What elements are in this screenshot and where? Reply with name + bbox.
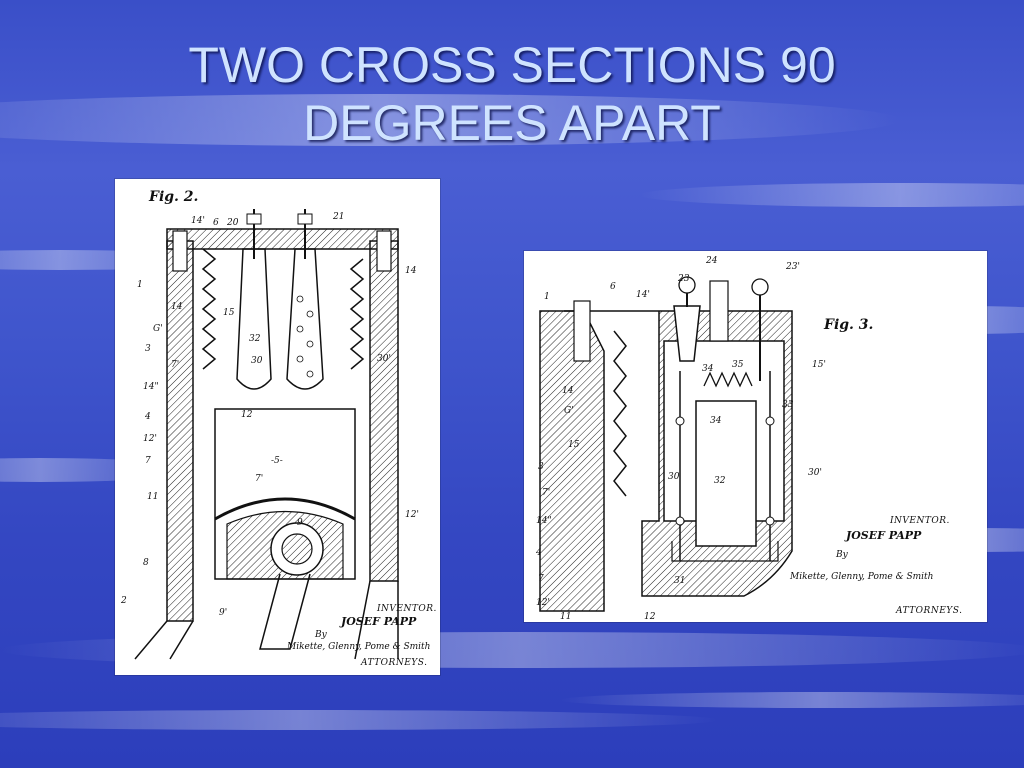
svg-text:31: 31	[674, 576, 685, 586]
svg-text:4: 4	[144, 412, 151, 422]
svg-text:14": 14"	[536, 516, 552, 526]
svg-text:21: 21	[332, 212, 344, 222]
svg-text:23': 23'	[785, 262, 800, 272]
svg-text:14': 14'	[191, 216, 205, 226]
valve-body-right	[286, 248, 324, 390]
left-housing-wall	[539, 310, 605, 612]
svg-text:15: 15	[223, 308, 235, 318]
svg-text:7': 7'	[255, 474, 263, 484]
fig-2-by-label: By	[314, 630, 328, 640]
svg-text:1: 1	[137, 280, 143, 290]
svg-text:11: 11	[147, 492, 158, 502]
svg-text:6: 6	[213, 218, 219, 228]
svg-text:14: 14	[171, 302, 183, 312]
svg-text:33: 33	[782, 400, 794, 410]
slide-title: TWO CROSS SECTIONS 90 DEGREES APART	[60, 36, 964, 152]
cylinder-head	[166, 228, 399, 250]
svg-text:7: 7	[538, 574, 544, 584]
right-cylinder-wall	[369, 240, 399, 582]
svg-text:3: 3	[145, 344, 151, 354]
svg-text:34: 34	[702, 364, 714, 374]
left-cylinder-wall	[166, 240, 194, 622]
svg-text:3: 3	[538, 462, 544, 472]
fig-3-inventor-name: JOSEF PAPP	[844, 529, 922, 542]
svg-text:1: 1	[544, 292, 550, 302]
left-bellows	[201, 248, 217, 370]
fig-3-attorneys-signature: Mikette, Glenny, Pome & Smith	[789, 572, 933, 582]
svg-text:23: 23	[677, 274, 690, 284]
svg-text:35: 35	[732, 360, 744, 370]
svg-text:15: 15	[568, 440, 580, 450]
svg-text:20: 20	[226, 218, 239, 228]
svg-text:2: 2	[120, 596, 127, 606]
svg-text:11: 11	[560, 612, 571, 622]
svg-text:7: 7	[145, 456, 151, 466]
fig-2-attorneys-signature: Mikette, Glenny, Pome & Smith	[286, 642, 430, 652]
svg-text:14": 14"	[143, 382, 159, 392]
svg-text:32: 32	[714, 476, 726, 486]
svg-text:34: 34	[710, 416, 722, 426]
svg-text:30': 30'	[377, 354, 391, 364]
svg-text:15': 15'	[812, 360, 826, 370]
fig-2-inventor-name: JOSEF PAPP	[339, 615, 417, 628]
figure-2-drawing: Fig. 2. 14' 6 20 21 14 1 14 15 G' 3 7' 3…	[120, 189, 437, 668]
svg-text:9': 9'	[219, 608, 227, 618]
svg-text:14': 14'	[636, 290, 650, 300]
svg-text:12: 12	[241, 410, 253, 420]
piston	[695, 400, 757, 547]
svg-text:9: 9	[297, 518, 303, 528]
svg-text:30: 30	[251, 356, 263, 366]
svg-text:32: 32	[249, 334, 261, 344]
svg-text:G': G'	[153, 324, 163, 334]
svg-text:14: 14	[562, 386, 574, 396]
patent-figure-2: Fig. 2. 14' 6 20 21 14 1 14 15 G' 3 7' 3…	[115, 179, 440, 675]
svg-text:12': 12'	[143, 434, 157, 444]
svg-text:30': 30'	[808, 468, 822, 478]
fig-2-inventor-label: INVENTOR.	[376, 604, 437, 614]
fig-3-label: Fig. 3.	[823, 317, 873, 333]
valve-spring	[703, 371, 753, 388]
patent-figure-3: Fig. 3. 1 6 14' 23 24 23' 15' 34 35 33 1…	[524, 251, 987, 622]
svg-text:24: 24	[705, 256, 718, 266]
figure-3-drawing: Fig. 3. 1 6 14' 23 24 23' 15' 34 35 33 1…	[535, 256, 962, 622]
svg-text:8: 8	[143, 558, 149, 568]
right-bellows	[349, 258, 365, 370]
svg-text:30: 30	[668, 472, 680, 482]
title-line-1: TWO CROSS SECTIONS 90	[188, 37, 836, 93]
svg-text:G': G'	[564, 406, 574, 416]
fig-3-attorneys-label: ATTORNEYS.	[895, 606, 962, 616]
svg-text:12': 12'	[536, 598, 550, 608]
svg-text:4: 4	[535, 548, 542, 558]
fig-2-label: Fig. 2.	[148, 189, 198, 205]
svg-text:12: 12	[644, 612, 656, 622]
connecting-rod	[259, 573, 311, 650]
svg-text:7': 7'	[171, 360, 179, 370]
svg-text:7': 7'	[542, 488, 550, 498]
fig-3-inventor-label: INVENTOR.	[889, 516, 950, 526]
bellows	[613, 330, 627, 497]
fig-3-by-label: By	[835, 550, 849, 560]
svg-text:-5-: -5-	[271, 456, 283, 466]
fig-2-attorneys-label: ATTORNEYS.	[360, 658, 427, 668]
svg-text:12': 12'	[405, 510, 419, 520]
valve-body-left	[236, 248, 272, 390]
svg-text:6: 6	[610, 282, 616, 292]
title-line-2: DEGREES APART	[303, 95, 721, 151]
svg-text:14: 14	[405, 266, 417, 276]
